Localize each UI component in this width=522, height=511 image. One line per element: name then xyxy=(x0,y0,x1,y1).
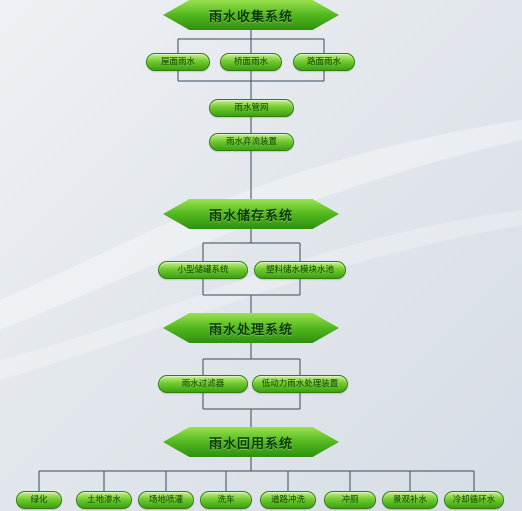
reuse-cooling-water-node: 冷却循环水 xyxy=(444,491,504,509)
collection-system-title: 雨水收集系统 xyxy=(208,9,293,25)
reuse-system-title: 雨水回用系统 xyxy=(208,436,293,452)
rain-filter-label: 雨水过滤器 xyxy=(181,378,225,389)
reuse-system-node: 雨水回用系统 xyxy=(163,427,339,457)
road-rainwater-node: 路面雨水 xyxy=(293,53,355,71)
reuse-land-infiltration-node: 土地渗水 xyxy=(76,491,132,509)
storage-system-title: 雨水储存系统 xyxy=(208,208,293,224)
plastic-storage-module-node: 塑料储水模块水池 xyxy=(254,261,346,279)
rain-filter-node: 雨水过滤器 xyxy=(158,375,248,393)
reuse-cooling-water-label: 冷却循环水 xyxy=(452,494,496,505)
reuse-toilet-flushing-label: 冲厕 xyxy=(341,494,359,505)
low-power-treatment-label: 低动力雨水处理装置 xyxy=(261,378,339,389)
reuse-greening-label: 绿化 xyxy=(30,494,48,505)
road-rainwater-label: 路面雨水 xyxy=(306,56,341,67)
reuse-landscape-water-label: 景观补水 xyxy=(392,494,427,505)
small-tank-system-label: 小型储罐系统 xyxy=(177,264,229,275)
roof-rainwater-label: 屋面雨水 xyxy=(160,56,195,67)
reuse-car-wash-label: 洗车 xyxy=(217,494,235,505)
reuse-land-infiltration-label: 土地渗水 xyxy=(86,494,121,505)
reuse-landscape-water-node: 景观补水 xyxy=(382,491,438,509)
reuse-road-washing-node: 道路冲洗 xyxy=(260,491,316,509)
reuse-road-washing-label: 道路冲洗 xyxy=(270,494,305,505)
roof-rainwater-node: 屋面雨水 xyxy=(146,53,210,71)
low-power-treatment-node: 低动力雨水处理装置 xyxy=(252,375,348,393)
treatment-system-node: 雨水处理系统 xyxy=(163,313,339,343)
small-tank-system-node: 小型储罐系统 xyxy=(158,261,248,279)
storage-system-node: 雨水储存系统 xyxy=(163,199,339,229)
reuse-site-sprinkling-label: 场地喷灌 xyxy=(148,494,183,505)
collection-system-node: 雨水收集系统 xyxy=(163,0,339,30)
reuse-site-sprinkling-node: 场地喷灌 xyxy=(138,491,194,509)
initial-flow-diverter-node: 雨水弃流装置 xyxy=(209,133,294,151)
treatment-system-title: 雨水处理系统 xyxy=(208,322,293,338)
bridge-rainwater-node: 桥面雨水 xyxy=(220,53,282,71)
reuse-greening-node: 绿化 xyxy=(16,491,62,509)
rain-pipe-network-label: 雨水管网 xyxy=(234,102,269,113)
bridge-rainwater-label: 桥面雨水 xyxy=(233,56,268,67)
initial-flow-diverter-label: 雨水弃流装置 xyxy=(225,136,277,147)
reuse-toilet-flushing-node: 冲厕 xyxy=(324,491,376,509)
rain-pipe-network-node: 雨水管网 xyxy=(209,99,294,117)
reuse-car-wash-node: 洗车 xyxy=(200,491,252,509)
plastic-storage-module-label: 塑料储水模块水池 xyxy=(265,264,334,275)
